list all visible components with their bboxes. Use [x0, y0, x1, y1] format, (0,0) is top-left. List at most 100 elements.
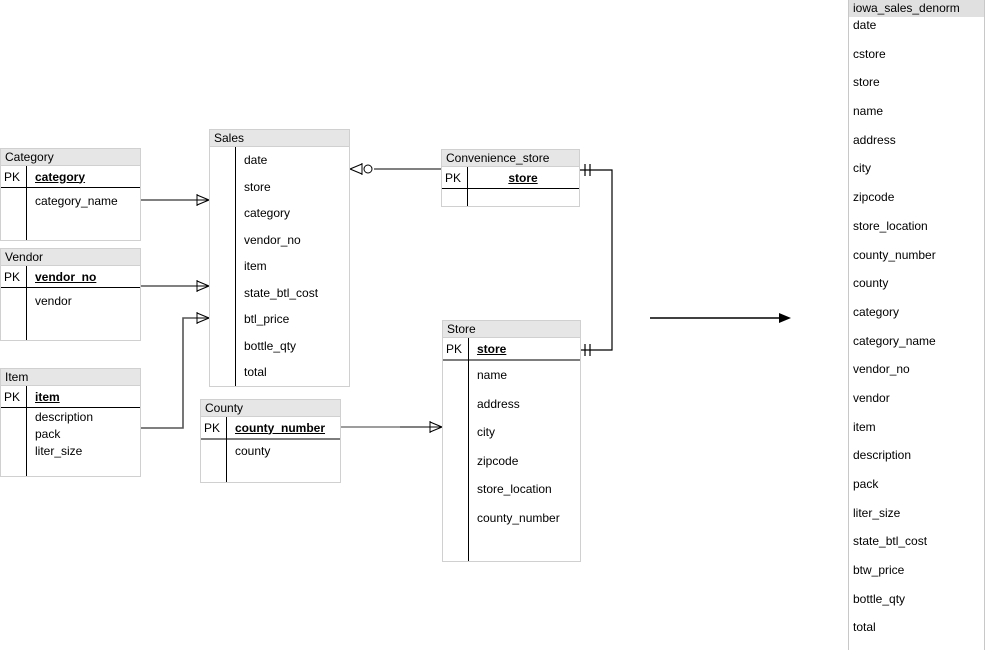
attribute-name: bottle_qty: [244, 338, 297, 353]
key-column-divider: [26, 386, 27, 476]
key-badge: PK: [4, 389, 21, 404]
attribute-name: date: [244, 153, 268, 168]
denormalized-column-item[interactable]: state_btl_cost: [853, 534, 928, 549]
denormalized-column-item[interactable]: total: [853, 620, 876, 635]
key-separator: [1, 187, 140, 188]
attribute-name: zipcode: [477, 453, 519, 468]
primary-key-row-item[interactable]: PK item: [1, 386, 140, 407]
attribute-row[interactable]: category_name: [1, 188, 140, 214]
attribute-row[interactable]: name: [443, 361, 580, 390]
denormalized-column-item[interactable]: date: [853, 18, 877, 32]
denormalize-arrow: [650, 313, 791, 323]
primary-key-name: store: [477, 341, 507, 356]
attribute-row[interactable]: county_number: [443, 504, 580, 533]
denormalized-column-item[interactable]: county: [853, 276, 889, 291]
attribute-row[interactable]: item: [210, 253, 349, 280]
connector-item-sales: [141, 312, 210, 429]
primary-key-name: item: [35, 389, 60, 404]
denormalized-column-item[interactable]: category_name: [853, 333, 936, 348]
attribute-name: category_name: [35, 194, 118, 208]
attribute-row[interactable]: state_btl_cost: [210, 280, 349, 307]
attribute-row[interactable]: total: [210, 359, 349, 386]
attribute-row[interactable]: description: [1, 408, 140, 425]
attribute-row[interactable]: liter_size: [1, 442, 140, 459]
attribute-name: total: [244, 365, 267, 380]
panel-right-gap: [985, 0, 991, 650]
denormalized-column-item[interactable]: category: [853, 304, 900, 319]
attribute-name: item: [244, 259, 267, 274]
key-separator: [201, 438, 340, 440]
attribute-row[interactable]: address: [443, 390, 580, 419]
denormalized-column-item[interactable]: city: [853, 161, 871, 176]
attribute-row[interactable]: store_location: [443, 475, 580, 504]
denormalized-column-item[interactable]: description: [853, 448, 912, 463]
attribute-row[interactable]: vendor_no: [210, 227, 349, 254]
attribute-row-empty: [201, 461, 340, 482]
attribute-name: county: [235, 443, 271, 458]
denormalized-column-item[interactable]: bottle_qty: [853, 591, 906, 606]
denormalized-column-item[interactable]: address: [853, 132, 896, 147]
attribute-name: store: [244, 179, 271, 194]
denormalized-table-title: iowa_sales_denorm: [849, 0, 984, 17]
denormalized-column-item[interactable]: store_location: [853, 218, 928, 233]
denormalized-column-list: date cstore store name address city zipcode sto…: [849, 17, 984, 648]
attribute-name: liter_size: [35, 443, 83, 458]
denormalized-column-item[interactable]: pack: [853, 477, 879, 491]
connector-category-sales: [141, 194, 210, 206]
key-separator: [1, 287, 140, 288]
key-column-divider: [26, 266, 27, 340]
attribute-row[interactable]: btl_price: [210, 306, 349, 333]
attribute-row-empty: [1, 314, 140, 340]
attribute-row[interactable]: vendor: [1, 288, 140, 314]
attribute-name: county_number: [477, 510, 560, 525]
denormalized-column-item[interactable]: vendor: [853, 390, 890, 405]
attribute-row[interactable]: bottle_qty: [210, 333, 349, 360]
denormalized-column-item[interactable]: zipcode: [853, 190, 895, 205]
attribute-row-empty: [1, 459, 140, 476]
attribute-row[interactable]: store: [210, 174, 349, 201]
denormalized-column-item[interactable]: vendor_no: [853, 362, 910, 377]
attribute-name: name: [477, 368, 508, 383]
key-column-divider: [26, 166, 27, 240]
denormalized-column-item[interactable]: name: [853, 104, 884, 119]
denormalized-column-item[interactable]: cstore: [853, 46, 886, 61]
denormalized-column-item[interactable]: btw_price: [853, 563, 905, 578]
attribute-name: category: [244, 206, 291, 221]
denormalized-column-item[interactable]: county_number: [853, 247, 936, 262]
key-badge: PK: [4, 269, 21, 284]
connector-convenience-store-store: [580, 164, 613, 356]
attribute-row[interactable]: city: [443, 418, 580, 447]
attribute-row[interactable]: zipcode: [443, 447, 580, 476]
attribute-row-empty: [443, 532, 580, 561]
primary-key-name: county_number: [235, 420, 326, 435]
attribute-row[interactable]: county: [201, 440, 340, 461]
attribute-row[interactable]: pack: [1, 425, 140, 442]
attribute-row[interactable]: category: [210, 200, 349, 227]
attribute-name: vendor_no: [244, 232, 301, 247]
connector-vendor-sales: [141, 280, 210, 292]
denormalized-column-item[interactable]: store: [853, 75, 880, 90]
attribute-name: store_location: [477, 482, 552, 497]
entity-title-county: County: [201, 400, 340, 417]
attribute-row[interactable]: date: [210, 147, 349, 174]
denormalized-column-item[interactable]: item: [853, 419, 876, 434]
denormalized-column-item[interactable]: liter_size: [853, 505, 901, 520]
entity-title-convenience_store: Convenience_store: [442, 150, 579, 167]
key-column-divider: [468, 338, 469, 561]
